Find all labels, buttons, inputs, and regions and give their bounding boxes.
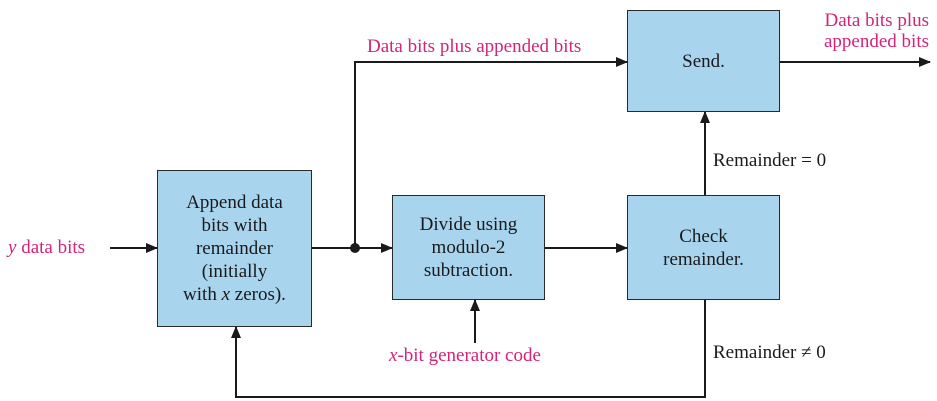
input-label-var: y bbox=[8, 237, 17, 258]
generator-label: x-bit generator code bbox=[389, 345, 541, 366]
divide-box: Divide using modulo-2 subtraction. bbox=[392, 195, 545, 300]
generator-label-var: x bbox=[389, 345, 398, 366]
append-line-1: Append data bbox=[186, 192, 283, 213]
input-label-text: data bits bbox=[16, 237, 86, 258]
top-path-label: Data bits plus appended bits bbox=[367, 36, 582, 57]
append-line-5: with x zeros). bbox=[183, 284, 286, 305]
check-box: Check remainder. bbox=[627, 195, 780, 300]
check-line-2: remainder. bbox=[663, 248, 744, 270]
junction-dot bbox=[350, 243, 360, 253]
append-line-4: (initially bbox=[201, 261, 268, 282]
output-label: Data bits plus appended bits bbox=[824, 10, 929, 52]
input-label: y data bits bbox=[8, 237, 85, 258]
append-line-2: bits with bbox=[201, 215, 268, 236]
append-line-3: remainder bbox=[195, 238, 273, 259]
check-line-1: Check bbox=[679, 225, 728, 247]
divide-line-1: Divide using bbox=[419, 214, 518, 235]
generator-label-text: -bit generator code bbox=[397, 345, 541, 366]
output-label-line-1: Data bits plus bbox=[824, 10, 930, 31]
append-box: Append data bits with remainder (initial… bbox=[157, 170, 312, 327]
arrow-check-feedback-to-append bbox=[231, 300, 706, 398]
send-line-1: Send. bbox=[682, 50, 725, 72]
output-label-line-2: appended bits bbox=[823, 31, 929, 52]
send-box: Send. bbox=[627, 10, 780, 112]
remainder-zero-label: Remainder = 0 bbox=[713, 150, 827, 171]
arrow-junction-to-send bbox=[354, 57, 628, 248]
divide-line-3: subtraction. bbox=[423, 260, 514, 281]
divide-line-2: modulo-2 bbox=[431, 237, 506, 258]
remainder-nonzero-label: Remainder ≠ 0 bbox=[713, 342, 826, 363]
